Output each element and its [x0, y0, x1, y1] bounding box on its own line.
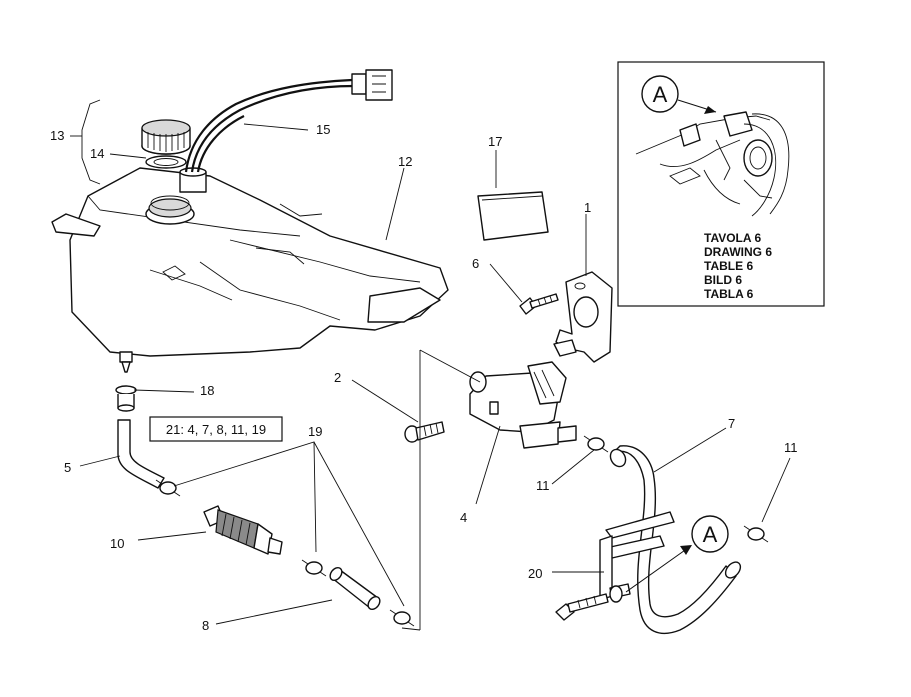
callout-5: 5 — [64, 460, 71, 475]
bracket-1 — [553, 271, 613, 363]
reference-line-table: TABLE 6 — [704, 259, 753, 273]
callout-13: 13 — [50, 128, 64, 143]
label-17 — [477, 191, 549, 241]
callout-20: 20 — [528, 566, 542, 581]
filter-10 — [203, 505, 283, 555]
reference-line-drawing: DRAWING 6 — [704, 245, 772, 259]
callout-18: 18 — [200, 383, 214, 398]
reservoir-cap — [141, 119, 191, 155]
callout-4: 4 — [460, 510, 467, 525]
clamp-11-a — [583, 435, 609, 453]
callout-1: 1 — [584, 200, 591, 215]
screw-6 — [519, 293, 559, 315]
pipe-8 — [329, 566, 381, 611]
kit-note: 21: 4, 7, 8, 11, 19 — [166, 422, 266, 437]
clamp-19-b — [301, 559, 327, 577]
callout-15: 15 — [316, 122, 330, 137]
clamp-11-b — [743, 525, 769, 543]
clamp-19-c — [389, 609, 415, 627]
callout-11-a: 11 — [536, 478, 550, 493]
reservoir-tank — [51, 167, 449, 373]
callout-12: 12 — [398, 154, 412, 169]
callout-17: 17 — [488, 134, 502, 149]
callout-7: 7 — [728, 416, 735, 431]
hose-clip-20 — [599, 511, 675, 601]
reference-line-tavola: TAVOLA 6 — [704, 231, 761, 245]
callout-10: 10 — [110, 536, 124, 551]
callout-14: 14 — [90, 146, 104, 161]
callout-19: 19 — [308, 424, 322, 439]
cap-seal — [145, 155, 187, 169]
ref-circle-a-main — [691, 515, 729, 553]
screw-2 — [404, 421, 445, 443]
ref-letter-inset: A — [653, 82, 668, 107]
solenoid-valve-4 — [469, 361, 577, 449]
callout-6: 6 — [472, 256, 479, 271]
leader-lines — [70, 99, 791, 631]
clamp-18 — [115, 385, 137, 412]
reference-line-tabla: TABLA 6 — [704, 287, 754, 301]
reference-line-bild: BILD 6 — [704, 273, 742, 287]
ref-circle-a-inset — [641, 75, 679, 113]
clamp-19-a — [155, 479, 181, 497]
pipe-5 — [117, 419, 165, 489]
callout-11-b: 11 — [784, 440, 798, 455]
level-sensor-harness — [179, 69, 393, 193]
ref-letter-main: A — [703, 522, 718, 547]
callout-8: 8 — [202, 618, 209, 633]
callout-2: 2 — [334, 370, 341, 385]
screw-20 — [555, 585, 623, 621]
kit-note-box — [149, 416, 283, 442]
